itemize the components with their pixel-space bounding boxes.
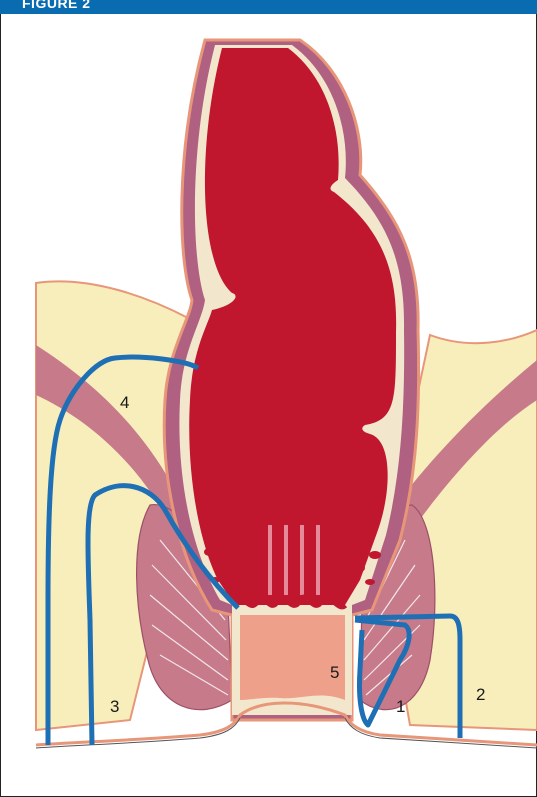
anal-canal <box>240 615 345 700</box>
rectal-lumen <box>189 48 396 605</box>
label-4: 4 <box>120 393 129 412</box>
label-2: 2 <box>476 685 485 704</box>
label-3: 3 <box>110 697 119 716</box>
label-5: 5 <box>330 663 339 682</box>
label-1: 1 <box>396 697 405 716</box>
